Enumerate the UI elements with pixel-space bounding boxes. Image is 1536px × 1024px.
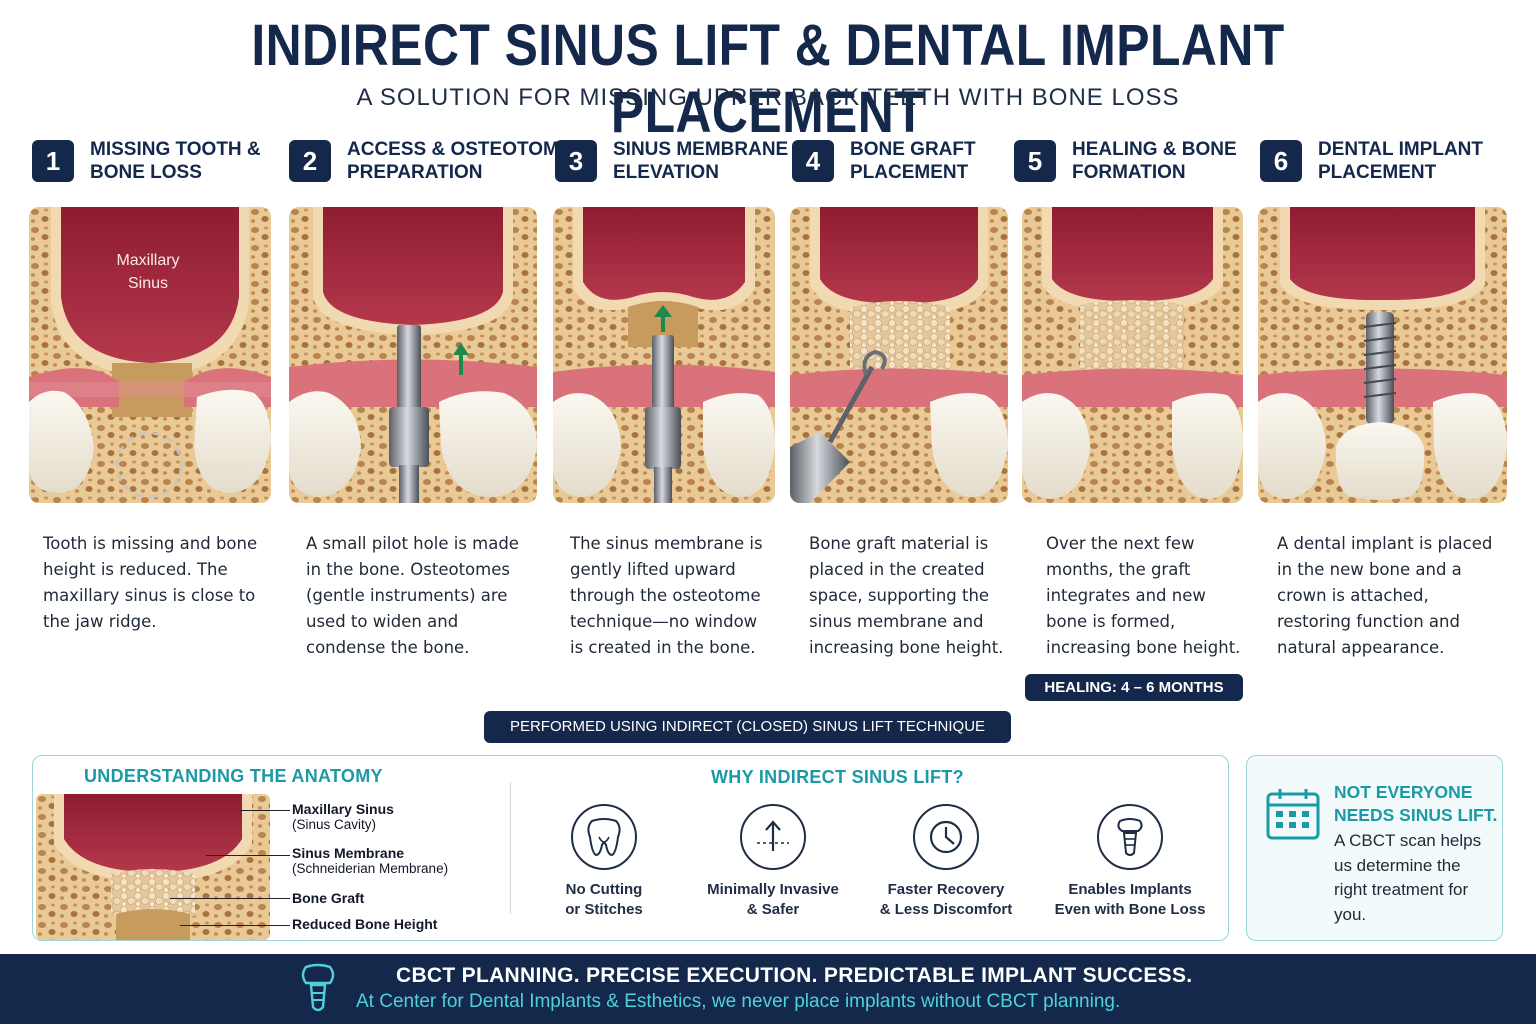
step-1-title: MISSING TOOTH & BONE LOSS (90, 139, 261, 183)
step-5-title: HEALING & BONE FORMATION (1072, 139, 1237, 183)
step-6-description: A dental implant is placed in the new bo… (1277, 534, 1493, 657)
why-item-faster-recovery: Faster Recovery & Less Discomfort (861, 804, 1031, 920)
anatomy-label-membrane: Sinus Membrane(Schneiderian Membrane) (292, 845, 449, 876)
step-2-illustration (289, 207, 537, 503)
note-heading: NOT EVERYONE NEEDS SINUS LIFT. (1334, 782, 1498, 825)
clock-icon (913, 804, 979, 870)
step-4-title: BONE GRAFT PLACEMENT (850, 139, 976, 183)
step-5-number: 5 (1014, 140, 1056, 182)
why-label-4: Enables Implants Even with Bone Loss (1054, 881, 1206, 918)
step-4-illustration (790, 207, 1008, 503)
anatomy-title: UNDERSTANDING THE ANATOMY (84, 766, 383, 786)
step-6-title: DENTAL IMPLANT PLACEMENT (1318, 139, 1484, 183)
implant-icon (1097, 804, 1163, 870)
step-6-illustration (1258, 207, 1507, 503)
anatomy-pointer-1 (240, 810, 290, 811)
implant-tooth-icon (298, 963, 338, 1019)
step-1-header: 1 MISSING TOOTH & BONE LOSS (32, 138, 261, 184)
why-item-enables-implants: Enables Implants Even with Bone Loss (1045, 804, 1215, 920)
anatomy-pointer-3 (170, 898, 290, 899)
arrow-up-icon (740, 804, 806, 870)
step-2-number: 2 (289, 140, 331, 182)
calendar-icon (1265, 786, 1321, 846)
why-item-minimally-invasive: Minimally Invasive & Safer (688, 804, 858, 920)
step-2-description: A small pilot hole is made in the bone. … (306, 534, 519, 657)
step-2-header: 2 ACCESS & OSTEOTOME PREPARATION (289, 138, 572, 184)
info-divider (510, 782, 511, 914)
anatomy-pointer-2 (206, 855, 290, 856)
maxillary-sinus-label-2: Sinus (128, 275, 168, 292)
step-1-number: 1 (32, 140, 74, 182)
healing-badge: HEALING: 4 – 6 MONTHS (1025, 674, 1243, 701)
step-4-header: 4 BONE GRAFT PLACEMENT (792, 138, 976, 184)
footer-tagline: CBCT PLANNING. PRECISE EXECUTION. PREDIC… (396, 964, 1193, 987)
step-3-header: 3 SINUS MEMBRANE ELEVATION (555, 138, 788, 184)
footer-bar: CBCT PLANNING. PRECISE EXECUTION. PREDIC… (0, 954, 1536, 1024)
technique-badge: PERFORMED USING INDIRECT (CLOSED) SINUS … (484, 711, 1011, 743)
note-body: A CBCT scan helps us determine the right… (1334, 831, 1482, 924)
why-label-1: No Cutting or Stitches (565, 881, 643, 918)
why-label-3: Faster Recovery & Less Discomfort (879, 881, 1013, 918)
step-1-description: Tooth is missing and bone height is redu… (43, 534, 258, 631)
step-3-title: SINUS MEMBRANE ELEVATION (613, 139, 789, 183)
page-subtitle: A SOLUTION FOR MISSING UPPER BACK TEETH … (356, 84, 1180, 111)
page-title: INDIRECT SINUS LIFT & DENTAL IMPLANT PLA… (251, 13, 1285, 145)
step-6-header: 6 DENTAL IMPLANT PLACEMENT (1260, 138, 1483, 184)
step-4-number: 4 (792, 140, 834, 182)
why-label-2: Minimally Invasive & Safer (707, 881, 839, 918)
step-6-number: 6 (1260, 140, 1302, 182)
tooth-icon (571, 804, 637, 870)
step-1-illustration: Maxillary Sinus (29, 207, 271, 503)
anatomy-illustration (36, 794, 270, 940)
maxillary-sinus-label: Maxillary (116, 252, 179, 269)
footer-statement: At Center for Dental Implants & Esthetic… (356, 991, 1121, 1012)
anatomy-label-bone-height: Reduced Bone Height (292, 916, 438, 932)
why-item-no-cutting: No Cutting or Stitches (519, 804, 689, 920)
anatomy-label-graft: Bone Graft (292, 890, 365, 906)
step-5-header: 5 HEALING & BONE FORMATION (1014, 138, 1237, 184)
step-3-illustration (553, 207, 775, 503)
why-title: WHY INDIRECT SINUS LIFT? (711, 767, 964, 787)
step-3-number: 3 (555, 140, 597, 182)
step-4-description: Bone graft material is placed in the cre… (809, 534, 1004, 657)
step-5-illustration (1022, 207, 1243, 503)
step-5-description: Over the next few months, the graft inte… (1046, 534, 1241, 657)
anatomy-label-sinus: Maxillary Sinus(Sinus Cavity) (292, 801, 394, 832)
anatomy-pointer-4 (180, 925, 290, 926)
step-3-description: The sinus membrane is gently lifted upwa… (570, 534, 763, 657)
step-2-title: ACCESS & OSTEOTOME PREPARATION (347, 139, 572, 183)
note-box (1246, 755, 1503, 941)
